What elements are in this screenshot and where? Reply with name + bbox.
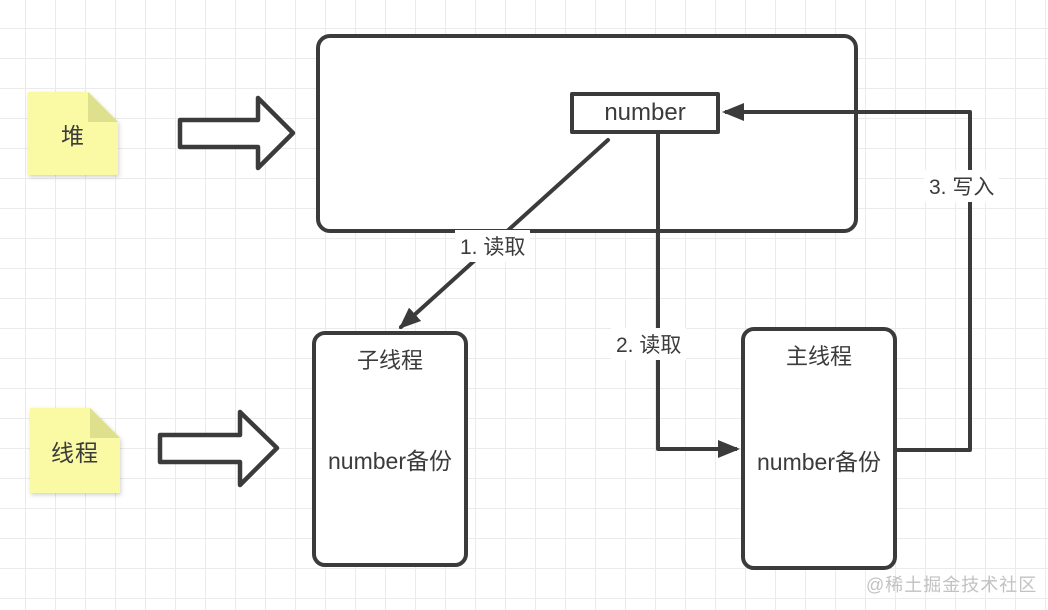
watermark-text: @稀土掘金技术社区	[866, 575, 1038, 595]
edge-write-to-number	[722, 103, 972, 452]
child-thread-title: 子线程	[356, 348, 423, 373]
main-thread-backup-value: number备份	[757, 449, 881, 475]
sticky-note-thread: 线程	[30, 408, 120, 493]
edge-label-read-2: 2. 读取	[611, 328, 687, 360]
edge-label-read-1: 1. 读取	[455, 230, 531, 262]
sticky-note-heap: 堆	[28, 92, 118, 175]
child-thread-box: 子线程 number备份	[312, 331, 468, 567]
main-thread-box: 主线程 number备份	[741, 327, 897, 570]
number-variable-label: number	[604, 99, 686, 126]
heap-note-label: 堆	[61, 122, 85, 149]
block-arrow-right-icon	[177, 95, 296, 171]
number-variable-box: number	[570, 92, 720, 134]
main-thread-title: 主线程	[785, 344, 852, 369]
thread-note-label: 线程	[51, 439, 99, 466]
edge-read-to-main-thread	[656, 134, 740, 458]
block-arrow-right-icon	[157, 409, 280, 488]
edge-label-write-3: 3. 写入	[924, 170, 1000, 202]
child-thread-backup-value: number备份	[328, 448, 452, 474]
